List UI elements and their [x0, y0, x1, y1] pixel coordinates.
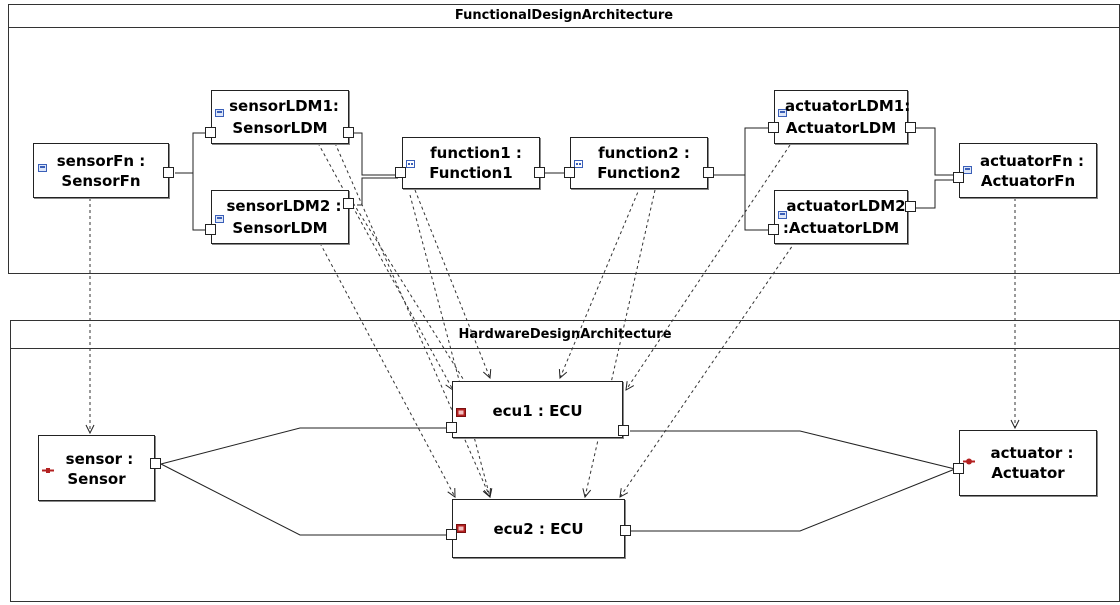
sensorldm2-type: SensorLDM [232, 219, 328, 237]
sensorfn-port[interactable] [163, 167, 174, 178]
alloc-function2-ecu1 [560, 186, 641, 378]
alloc-ldm1-ecu1 [317, 142, 453, 390]
sensorldm1-type: SensorLDM [232, 119, 328, 137]
ecu1-component[interactable]: ecu1 : ECU [452, 381, 623, 438]
ecu2-name: ecu2 : ECU [493, 520, 584, 538]
sensorldm2-name: sensorLDM2 : [226, 197, 342, 215]
connector-actuatorldm1-branch [744, 127, 768, 231]
actuatorldm2-component[interactable]: actuatorLDM2 :ActuatorLDM [774, 190, 908, 244]
allocation-links [90, 142, 1015, 497]
connector-ldm1-function1 [353, 132, 398, 176]
composite-function-icon [574, 154, 584, 168]
function-type-icon [778, 205, 788, 219]
function2-out-port[interactable] [703, 167, 714, 178]
function1-name: function1 : [430, 144, 522, 162]
actuatorldm1-name: actuatorLDM1: [785, 97, 911, 115]
function2-name: function2 : [598, 144, 690, 162]
alloc-function2-ecu2 [585, 189, 656, 497]
alloc-function1-ecu1 [414, 189, 490, 378]
functional-connectors [175, 127, 955, 231]
function-type-icon [38, 158, 48, 172]
actuatorfn-port[interactable] [953, 172, 964, 183]
function1-out-port[interactable] [534, 167, 545, 178]
actuatorldm1-out-port[interactable] [905, 122, 916, 133]
sensor-icon [42, 460, 54, 473]
ecu1-port-left[interactable] [446, 422, 457, 433]
ecu-icon [456, 402, 466, 417]
sensorldm1-name: sensorLDM1: [229, 97, 339, 115]
actuatorldm2-in-port[interactable] [768, 224, 779, 235]
function-type-icon [215, 103, 225, 117]
function1-type: Function1 [429, 164, 513, 182]
sensorldm1-component[interactable]: sensorLDM1: SensorLDM [211, 90, 349, 144]
function2-type: Function2 [597, 164, 681, 182]
actuatorfn-name: actuatorFn : [979, 152, 1084, 170]
actuatorldm1-component[interactable]: actuatorLDM1: ActuatorLDM [774, 90, 911, 144]
function1-component[interactable]: function1 : Function1 [402, 137, 540, 189]
actuatorfn-type: ActuatorFn [980, 172, 1076, 190]
sensorldm2-out-port[interactable] [343, 198, 354, 209]
actuator-name: actuator : [990, 444, 1074, 462]
sensorldm2-component[interactable]: sensorLDM2 : SensorLDM [211, 190, 349, 244]
ecu1-name: ecu1 : ECU [492, 402, 583, 420]
sensorldm1-out-port[interactable] [343, 127, 354, 138]
sensor-port[interactable] [150, 458, 161, 469]
alloc-actuatorldm1-ecu1 [626, 144, 791, 390]
connector-sensorfn-ldm1 [175, 132, 205, 174]
alloc-ldm1-ecu2 [334, 142, 490, 497]
hardware-frame-title: HardwareDesignArchitecture [11, 321, 1119, 349]
ecu2-port-right[interactable] [620, 525, 631, 536]
function-type-icon [215, 209, 225, 223]
actuatorldm2-type: :ActuatorLDM [782, 219, 900, 237]
sensorldm2-in-port[interactable] [205, 224, 216, 235]
function-type-icon [963, 160, 973, 174]
sensor-name: sensor : [65, 450, 134, 468]
wire-ecu2-actuator [630, 468, 956, 532]
function2-in-port[interactable] [564, 167, 575, 178]
actuator-port[interactable] [953, 463, 964, 474]
sensorldm1-in-port[interactable] [205, 127, 216, 138]
alloc-actuatorldm2-ecu2 [620, 241, 796, 497]
connector-ldm1-actuatorfn [912, 127, 955, 176]
sensor-type: Sensor [67, 470, 126, 488]
wire-sensor-ecu1 [160, 427, 446, 465]
alloc-function1-ecu2 [409, 194, 490, 497]
actuatorldm1-in-port[interactable] [768, 122, 779, 133]
actuator-component[interactable]: actuator : Actuator [959, 430, 1097, 496]
wire-sensor-ecu2 [160, 463, 446, 536]
connector-sensorfn-ldm2 [192, 173, 205, 231]
ecu2-port-left[interactable] [446, 529, 457, 540]
actuator-icon [963, 451, 975, 465]
sensorfn-name: sensorFn : [56, 152, 146, 170]
composite-function-icon [406, 154, 416, 168]
actuatorfn-component[interactable]: actuatorFn : ActuatorFn [959, 143, 1097, 198]
hardware-connectors [160, 427, 956, 536]
connector-ldm2-function1 [357, 177, 398, 206]
alloc-ldm2-ecu1 [349, 197, 470, 390]
sensorfn-component[interactable]: sensorFn : SensorFn [33, 143, 169, 198]
actuator-type: Actuator [991, 464, 1065, 482]
ecu-icon [456, 518, 466, 533]
sensor-component[interactable]: sensor : Sensor [38, 435, 155, 501]
actuatorldm2-name: actuatorLDM2 [786, 197, 906, 215]
function2-component[interactable]: function2 : Function2 [570, 137, 708, 189]
actuatorldm2-out-port[interactable] [905, 201, 916, 212]
functional-frame-title: FunctionalDesignArchitecture [9, 5, 1119, 28]
actuatorldm1-type: ActuatorLDM [785, 119, 897, 137]
connector-ldm2-actuatorfn [912, 179, 955, 209]
wire-ecu1-actuator [630, 430, 956, 470]
function-type-icon [778, 103, 788, 117]
ecu1-port-right[interactable] [618, 425, 629, 436]
function1-in-port[interactable] [395, 167, 406, 178]
sensorfn-type: SensorFn [61, 172, 141, 190]
ecu2-component[interactable]: ecu2 : ECU [452, 499, 625, 558]
